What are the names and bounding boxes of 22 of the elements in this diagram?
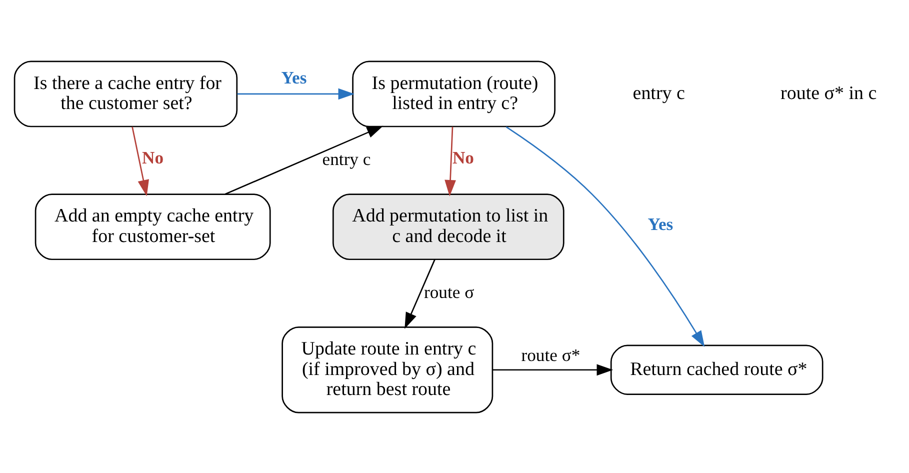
arrow <box>404 258 436 328</box>
node-box: Return cached route σ* <box>610 344 824 394</box>
node-box: Is there a cache entry for the customer set? <box>14 60 238 127</box>
node-box: Is permutation (route) listed in entry c? <box>352 60 556 127</box>
edge-label: No <box>142 147 164 168</box>
arrow <box>237 88 355 100</box>
edge-label: route σ* <box>521 344 580 364</box>
node-box: Update route in entry c (if improved by σ) and return best route <box>282 326 494 413</box>
label: route σ* in c <box>780 82 877 104</box>
edge-label: route σ <box>424 281 474 302</box>
arrow <box>444 126 456 196</box>
edge-label: No <box>452 147 474 168</box>
edge-label: Yes <box>281 67 307 88</box>
edge-label: Yes <box>648 214 674 234</box>
arrow <box>132 126 149 196</box>
label: entry c <box>632 82 685 104</box>
arrow <box>506 126 705 347</box>
arrow <box>224 125 384 194</box>
node-box: Add permutation to list in c and decode it <box>332 193 564 260</box>
arrow <box>492 364 614 376</box>
node-box: Add an empty cache entry for customer-set <box>34 193 271 260</box>
edge-label: entry c <box>322 148 371 169</box>
